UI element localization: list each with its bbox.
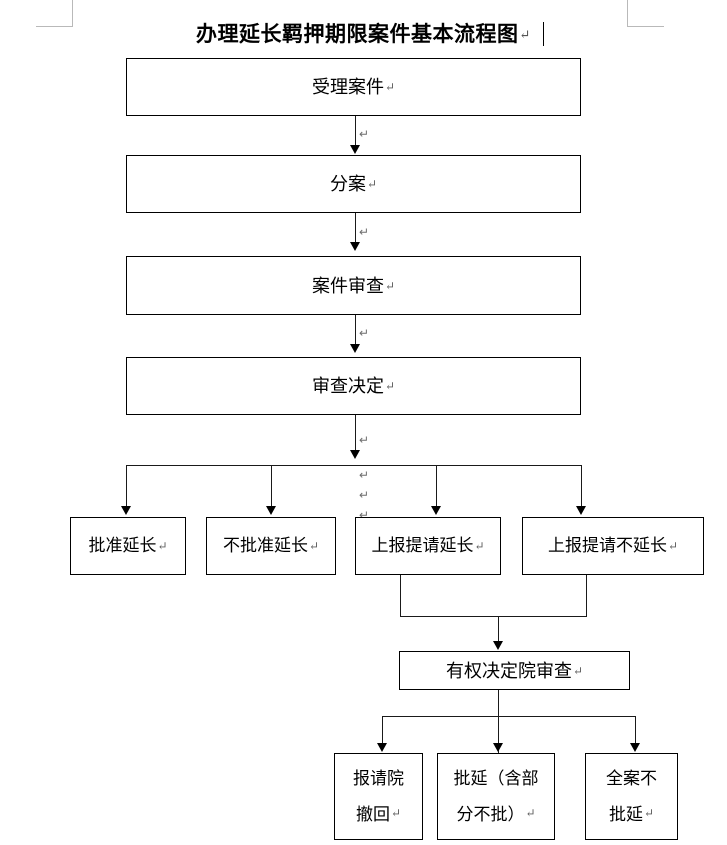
flow-node-上报提请延长[interactable]: 上报提请延长↵: [355, 517, 501, 575]
flow-node-报请院撤回[interactable]: 报请院 撤回↵: [334, 753, 423, 840]
paragraph-mark-icon: ↵: [643, 805, 655, 820]
edge-split-bar: [126, 465, 582, 466]
paragraph-mark-icon: ↵: [667, 539, 679, 553]
flow-node-label: 审查决定: [311, 376, 384, 396]
edge-line: [126, 465, 127, 508]
edge-line: [382, 716, 383, 745]
floating-paragraph-mark-icon: ↵: [359, 326, 370, 340]
flow-node-审查决定[interactable]: 审查决定↵: [126, 357, 581, 415]
paragraph-mark-icon: ↵: [384, 80, 396, 94]
flow-node-label: 分案: [329, 174, 366, 194]
paragraph-mark-icon: ↵: [572, 663, 584, 678]
paragraph-mark-icon: ↵: [384, 278, 396, 293]
flow-node-不批准延长[interactable]: 不批准延长↵: [206, 517, 336, 575]
floating-paragraph-mark-icon: ↵: [359, 225, 370, 239]
edge-line: [498, 690, 499, 753]
edge-line: [355, 116, 356, 147]
flow-node-分案[interactable]: 分案↵: [126, 155, 581, 213]
edge-arrowhead-icon: [350, 242, 360, 251]
flow-node-label: 上报提请延长: [371, 536, 474, 555]
paragraph-mark-icon: ↵: [157, 539, 168, 553]
floating-paragraph-mark-icon: ↵: [359, 468, 370, 482]
page-title-text: 办理延长羁押期限案件基本流程图: [196, 22, 519, 46]
page-margin-mark-top-left: [36, 0, 73, 27]
paragraph-mark-icon: ↵: [474, 539, 485, 553]
edge-line: [498, 616, 499, 645]
floating-paragraph-mark-icon: ↵: [359, 488, 370, 502]
edge-arrowhead-icon: [350, 145, 360, 154]
edge-arrowhead-icon: [350, 344, 360, 353]
edge-arrowhead-icon: [431, 506, 441, 515]
flow-node-label: 有权决定院审查: [445, 660, 572, 681]
edge-merge-bar: [400, 616, 587, 617]
edge-line: [355, 213, 356, 244]
flow-node-label-line-1: 全案不: [606, 768, 657, 788]
edge-line: [355, 315, 356, 346]
edge-arrowhead-icon: [266, 506, 276, 515]
flow-node-上报提请不延长[interactable]: 上报提请不延长↵: [522, 517, 704, 575]
edge-line: [400, 575, 401, 616]
flow-node-label-line-2-wrap: 批延↵: [609, 796, 654, 832]
edge-arrowhead-icon: [493, 641, 503, 650]
edge-split-bar: [382, 716, 636, 717]
flow-node-案件审查[interactable]: 案件审查↵: [126, 256, 581, 315]
paragraph-mark-icon: ↵: [390, 805, 402, 820]
edge-arrowhead-icon: [350, 450, 360, 459]
flow-node-批准延长[interactable]: 批准延长↵: [70, 517, 186, 575]
edge-line: [271, 465, 272, 508]
paragraph-mark-icon: ↵: [366, 177, 378, 191]
flow-node-有权决定院审查[interactable]: 有权决定院审查↵: [399, 651, 630, 690]
floating-paragraph-mark-icon: ↵: [359, 508, 370, 522]
edge-line: [635, 716, 636, 745]
edge-line: [586, 575, 587, 616]
edge-arrowhead-icon: [493, 743, 503, 752]
flow-node-label: 不批准延长: [222, 536, 308, 555]
paragraph-mark-icon: ↵: [519, 27, 531, 42]
flow-node-label-line-2: 批延: [608, 804, 643, 824]
edge-line: [581, 465, 582, 508]
page-title: 办理延长羁押期限案件基本流程图↵: [0, 20, 727, 49]
edge-arrowhead-icon: [377, 743, 387, 752]
flow-node-label-line-1: 批延（含部: [453, 768, 539, 788]
flow-node-label-line-2-wrap: 分不批）↵: [456, 796, 535, 832]
paragraph-mark-icon: ↵: [384, 379, 396, 393]
edge-arrowhead-icon: [630, 743, 640, 752]
edge-arrowhead-icon: [576, 506, 586, 515]
flow-node-受理案件[interactable]: 受理案件↵: [126, 58, 581, 116]
floating-paragraph-mark-icon: ↵: [359, 127, 370, 141]
flow-node-全案不批延[interactable]: 全案不 批延↵: [585, 753, 678, 840]
flow-node-label-line-1: 报请院: [353, 768, 404, 788]
paragraph-mark-icon: ↵: [525, 805, 536, 820]
edge-arrowhead-icon: [121, 506, 131, 515]
edge-line: [355, 415, 356, 457]
flow-node-label: 案件审查: [311, 275, 384, 296]
flow-node-label-line-2-wrap: 撤回↵: [356, 796, 401, 832]
flow-node-label: 上报提请不延长: [547, 536, 667, 555]
flow-node-label: 受理案件: [311, 77, 384, 97]
flow-node-label: 批准延长: [88, 536, 157, 555]
floating-paragraph-mark-icon: ↵: [359, 433, 370, 447]
flow-node-label-line-2: 分不批）: [456, 804, 525, 824]
paragraph-mark-icon: ↵: [308, 539, 320, 553]
edge-line: [436, 465, 437, 508]
page-margin-mark-top-right: [627, 0, 664, 27]
flow-node-批延含部分不批[interactable]: 批延（含部 分不批）↵: [437, 753, 555, 840]
text-caret: [543, 22, 544, 46]
flow-node-label-line-2: 撤回: [355, 804, 390, 824]
